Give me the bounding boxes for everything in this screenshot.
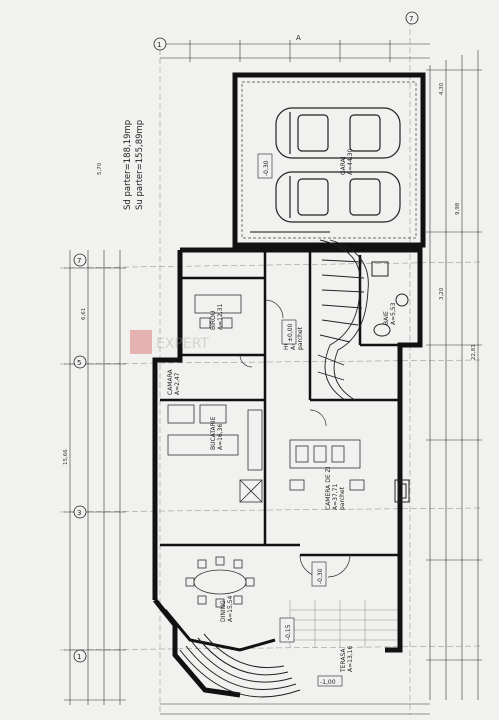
axis-a-label: A	[296, 34, 301, 42]
dim-right-total: 22,81	[471, 344, 477, 360]
room-bucatarie-area: A=16,36	[217, 424, 224, 450]
room-living-floor: parchet	[339, 486, 346, 510]
dim-left-total: 15,66	[63, 449, 69, 465]
dim-right-low: 9,98	[455, 202, 461, 215]
axis-1-label: 1	[77, 653, 81, 661]
room-garaj-name: GARAJ	[340, 156, 347, 175]
spiral-staircase	[317, 239, 369, 401]
axis-3-label: 3	[77, 509, 81, 517]
entrance-steps	[179, 633, 301, 698]
dimension-lines-top	[160, 40, 430, 62]
car-icon	[275, 171, 401, 223]
room-birou-name: BIROU	[210, 311, 217, 330]
room-hol-floor: parchet	[297, 326, 304, 350]
room-baie-name: BAIE	[383, 311, 390, 325]
room-terasa-area: A=13,16	[347, 646, 354, 672]
axis-markers	[73, 11, 419, 663]
room-bucatarie-name: BUCATARIE	[210, 416, 217, 450]
dim-right-mid: 3,20	[439, 287, 445, 300]
terrace-paving	[289, 600, 398, 648]
room-camara-area: A=2,47	[174, 372, 181, 395]
house-outer-walls	[152, 247, 423, 698]
dim-right-top: 4,30	[439, 82, 445, 95]
garage-walls	[232, 72, 426, 248]
room-dining-name: DINING	[220, 600, 227, 622]
car-icon	[275, 107, 401, 159]
dimension-lines-right	[426, 50, 482, 700]
dim-top-span: 5,70	[97, 162, 103, 175]
room-camara-name: CAMARA	[167, 368, 174, 395]
dining-table	[185, 556, 255, 608]
axis-7-top-label: 7	[409, 15, 413, 23]
watermark-text: EXPERT	[156, 336, 209, 352]
level-garaj: -0,30	[263, 160, 270, 176]
axis-1-top-label: 1	[157, 41, 161, 49]
kitchen-furniture	[167, 404, 263, 503]
useful-area-label: Su parter=155,89mp	[135, 120, 145, 210]
built-area-label: Sd parter=188,19mp	[123, 120, 133, 210]
room-living-area: A=37,71	[332, 484, 339, 510]
level-tags	[257, 153, 343, 687]
dimension-lines-left	[64, 250, 126, 705]
axis-5-label: 5	[77, 359, 81, 367]
door-swings	[239, 299, 351, 578]
room-dining-area: A=15,54	[227, 596, 234, 622]
axis-7-label: 7	[77, 257, 81, 265]
room-terasa-name: TERASA	[340, 648, 347, 673]
room-birou-area: A=12,31	[217, 304, 224, 330]
living-furniture	[289, 439, 365, 491]
watermark: EXPERT	[130, 330, 209, 354]
dim-left-upper: 6,61	[81, 308, 87, 320]
interior-walls	[160, 250, 400, 557]
bathroom-fixtures	[371, 261, 409, 337]
room-living-name: CAMERA DE ZI	[325, 466, 332, 510]
room-baie-area: A=5,53	[390, 302, 397, 325]
level-terasa: -0,15	[285, 624, 292, 640]
dimension-lines-bottom	[160, 703, 430, 715]
room-garaj-area: A=44,30	[347, 149, 354, 175]
office-furniture	[194, 294, 242, 329]
level-hol: ±0,00	[287, 323, 294, 342]
level-exterior: -1,00	[320, 679, 336, 686]
level-living: -0,30	[317, 568, 324, 584]
fireplace-icon	[394, 479, 410, 503]
